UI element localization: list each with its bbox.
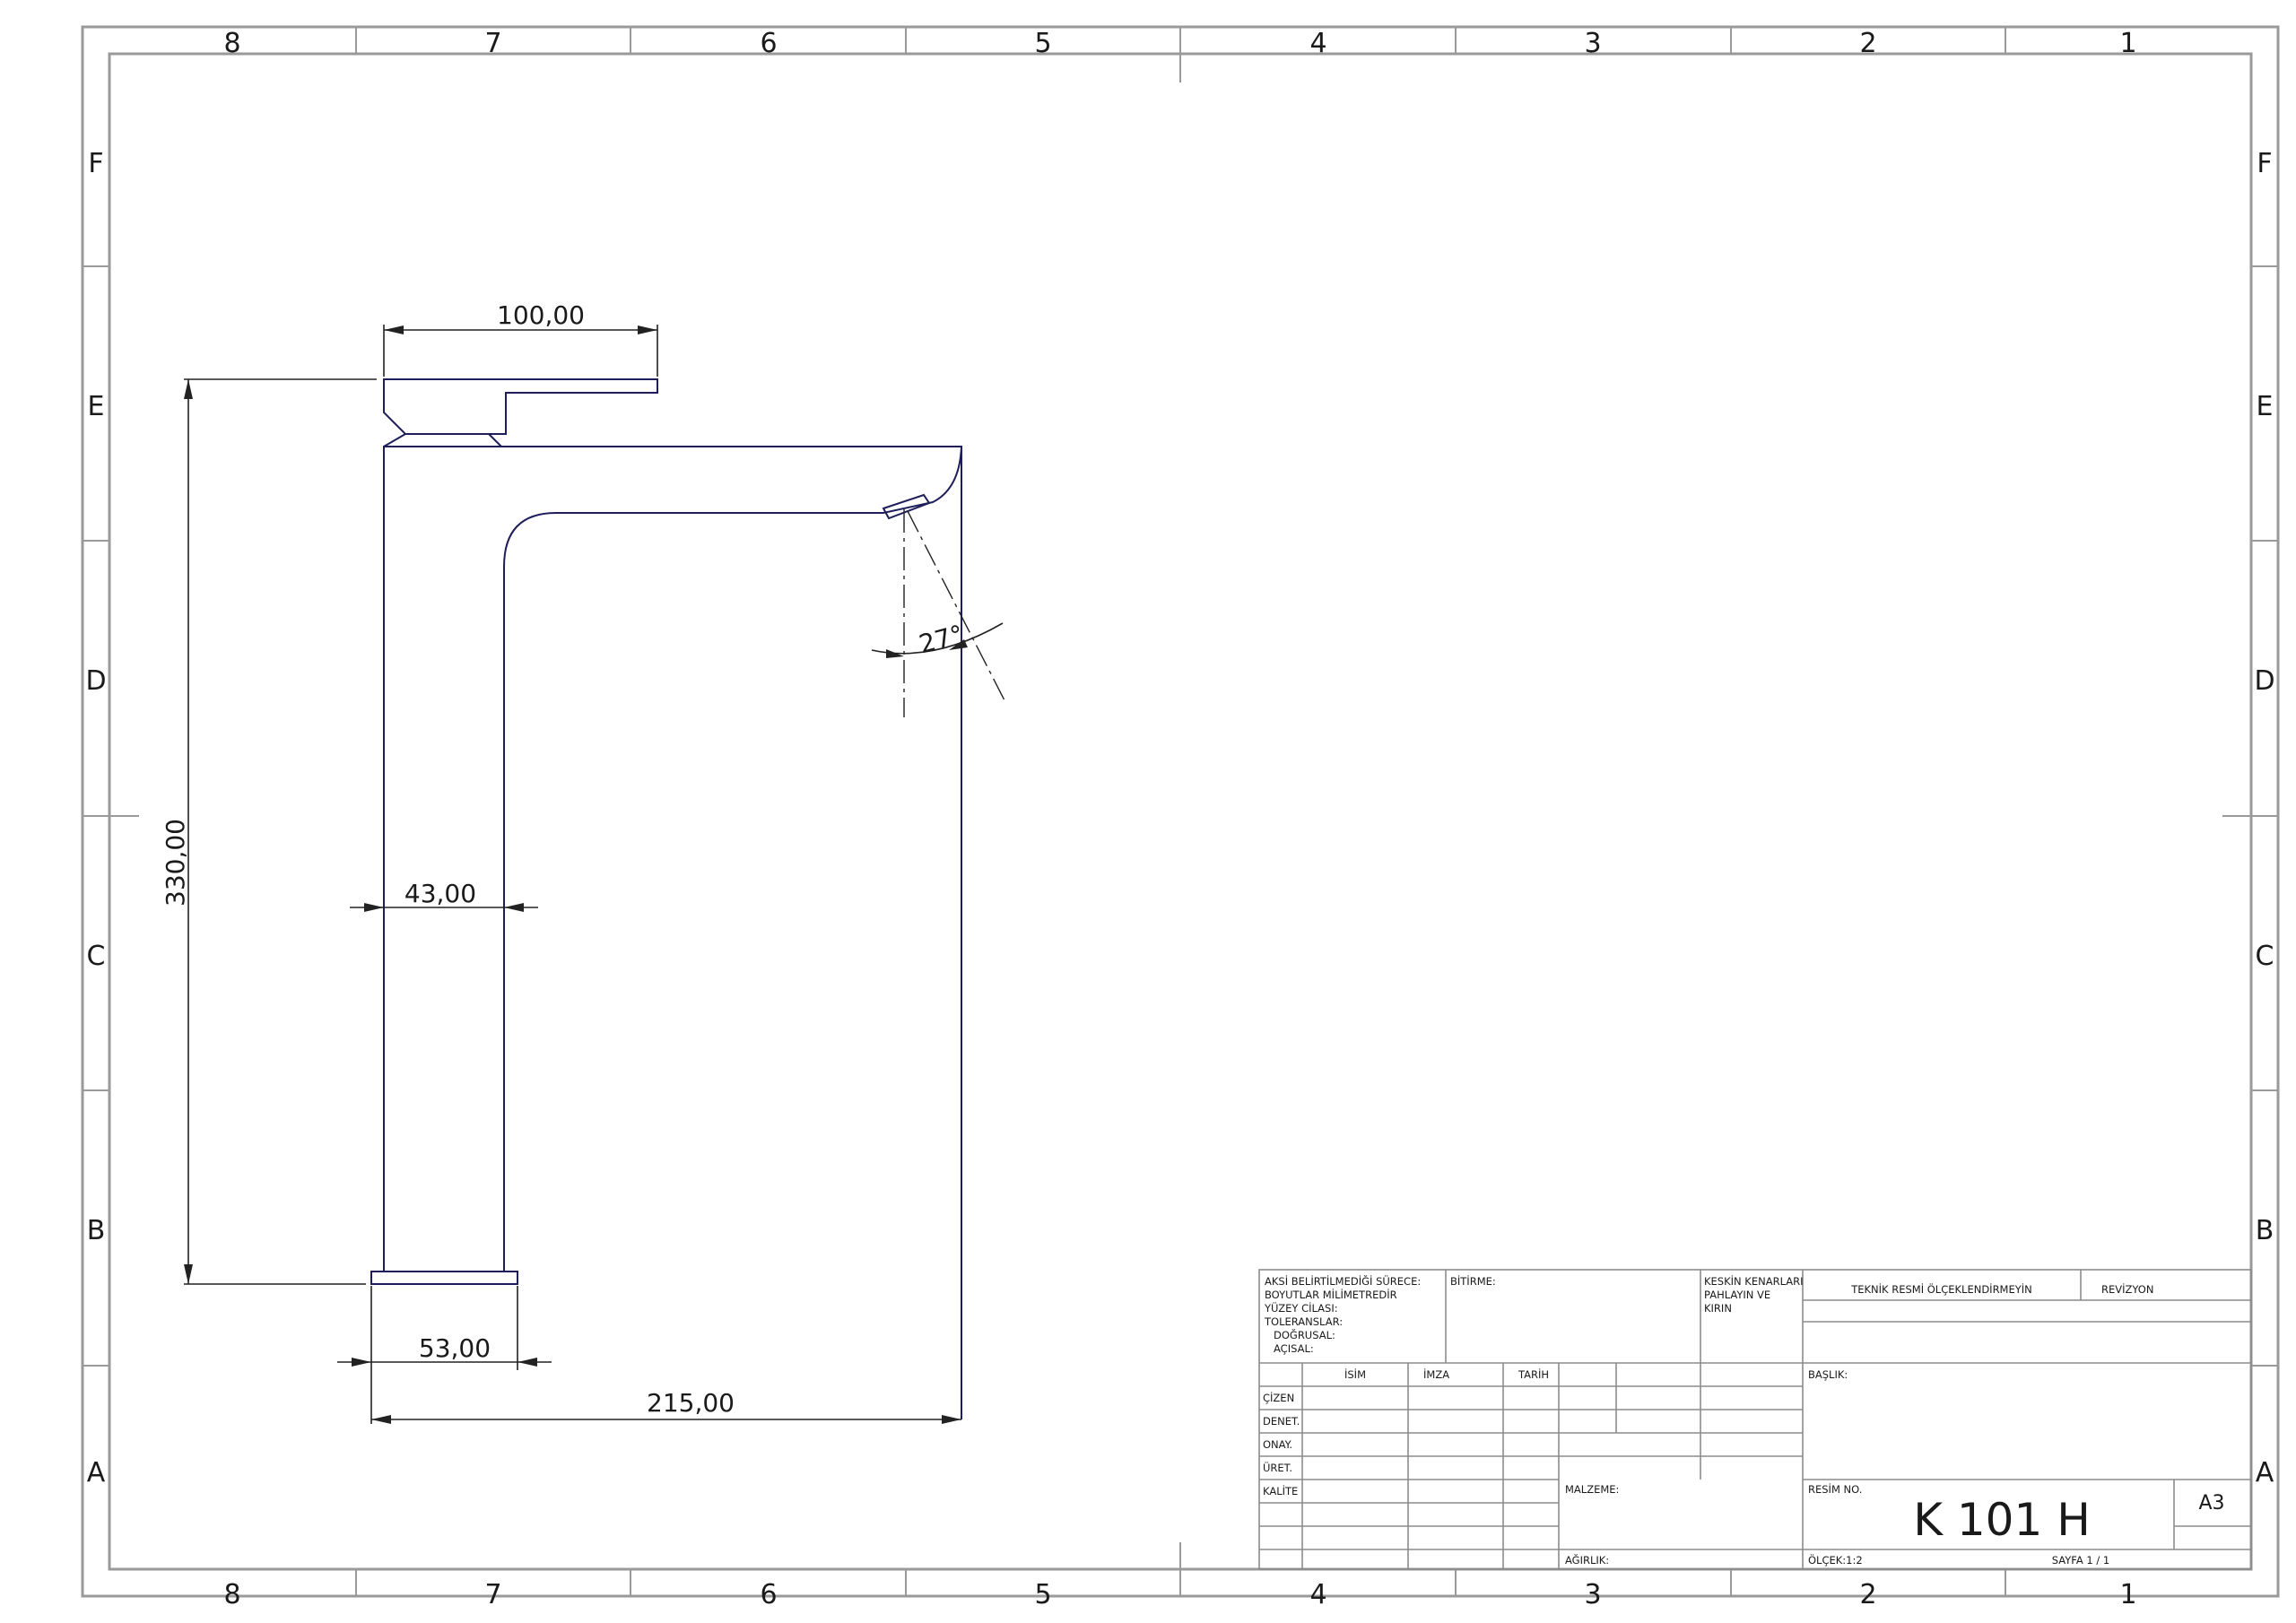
dim-reach: 215,00 — [647, 1388, 735, 1418]
outer-frame — [81, 25, 2280, 1598]
tb-edge-note-1: KESKİN KENARLARI — [1704, 1274, 1804, 1288]
tb-edge-note-3: KIRIN — [1704, 1302, 1732, 1315]
zone-col-2: 2 — [1859, 28, 1876, 59]
lever-joint-line-2 — [488, 433, 502, 447]
dim-base-width: 53,00 — [419, 1333, 491, 1363]
zone-col-1-bottom: 1 — [2119, 1579, 2136, 1610]
tb-drawing-no: K 101 H — [1913, 1494, 2091, 1546]
tb-weight-label: AĞIRLIK: — [1565, 1553, 1609, 1567]
tb-note-line-4: TOLERANSLAR: — [1264, 1315, 1343, 1328]
zone-row-e: E — [88, 391, 105, 422]
dim-angle: 27° — [916, 619, 966, 659]
tb-header-name: İSİM — [1344, 1367, 1366, 1381]
tb-sheet-size: A3 — [2198, 1492, 2224, 1515]
zone-row-d: D — [85, 665, 106, 697]
zone-labels-left: F E D C B A — [85, 148, 106, 1488]
zone-col-3-bottom: 3 — [1584, 1579, 1601, 1610]
zone-col-8-bottom: 8 — [223, 1579, 240, 1610]
zone-row-a: A — [87, 1457, 106, 1488]
zone-labels-right: F E D C B A — [2254, 148, 2274, 1488]
tb-drawing-no-label: RESİM NO. — [1808, 1482, 1862, 1496]
tb-role-checked: DENET. — [1263, 1415, 1300, 1428]
zone-labels-bottom: 8 7 6 5 4 3 2 1 — [223, 1579, 2136, 1610]
zone-col-5: 5 — [1034, 28, 1051, 59]
tb-do-not-scale: TEKNİK RESMİ ÖLÇEKLENDİRMEYİN — [1850, 1281, 2032, 1296]
zone-row-c-right: C — [2256, 941, 2274, 972]
title-block: AKSİ BELİRTİLMEDİĞİ SÜRECE: BOYUTLAR MİL… — [1258, 1269, 2252, 1570]
tb-finish-label: BİTİRME: — [1450, 1274, 1496, 1288]
zone-col-1: 1 — [2119, 28, 2136, 59]
zone-col-7: 7 — [484, 28, 501, 59]
tb-note-line-2: BOYUTLAR MİLİMETREDİR — [1265, 1288, 1397, 1301]
zone-col-6: 6 — [760, 28, 777, 59]
zone-col-6-bottom: 6 — [760, 1579, 777, 1610]
zone-labels-top: 8 7 6 5 4 3 2 1 — [223, 28, 2136, 59]
tb-role-manufacturing: ÜRET. — [1263, 1460, 1292, 1474]
zone-row-a-right: A — [2256, 1457, 2274, 1488]
tb-role-quality: KALİTE — [1263, 1484, 1298, 1497]
tb-note-line-6: AÇISAL: — [1274, 1342, 1314, 1355]
zone-row-c: C — [87, 941, 106, 972]
zone-col-4: 4 — [1309, 28, 1326, 59]
lever-handle — [383, 378, 658, 435]
tb-note-line-1: AKSİ BELİRTİLMEDİĞİ SÜRECE: — [1265, 1273, 1421, 1288]
faucet-side-view — [370, 378, 963, 1419]
tb-edge-note-2: PAHLAYIN VE — [1704, 1289, 1770, 1301]
tb-revision-label: REVİZYON — [2101, 1282, 2153, 1296]
zone-row-e-right: E — [2257, 391, 2274, 422]
dim-body-width: 43,00 — [404, 879, 476, 908]
aerator — [882, 493, 931, 520]
dimensions: 100,00 330,00 43,00 53,00 215,00 27° — [161, 300, 1007, 1424]
zone-row-b-right: B — [2256, 1215, 2274, 1246]
tb-sheet: SAYFA 1 / 1 — [2052, 1554, 2109, 1567]
zone-row-f-right: F — [2257, 148, 2272, 179]
dim-height: 330,00 — [161, 819, 190, 907]
tb-role-approved: ONAY. — [1263, 1438, 1292, 1451]
tb-header-date: TARİH — [1518, 1367, 1549, 1381]
faucet-body — [383, 446, 963, 1272]
column-ticks — [355, 27, 2006, 1596]
zone-col-7-bottom: 7 — [484, 1579, 501, 1610]
zone-col-4-bottom: 4 — [1309, 1579, 1326, 1610]
zone-col-5-bottom: 5 — [1034, 1579, 1051, 1610]
tb-scale: ÖLÇEK:1:2 — [1808, 1552, 1863, 1567]
zone-col-2-bottom: 2 — [1859, 1579, 1876, 1610]
zone-row-f: F — [88, 148, 103, 179]
tb-note-line-3: YÜZEY CİLASI: — [1264, 1300, 1338, 1315]
zone-row-d-right: D — [2254, 665, 2274, 697]
zone-col-3: 3 — [1584, 28, 1601, 59]
row-ticks — [83, 265, 2278, 1367]
zone-row-b: B — [87, 1215, 106, 1246]
tb-role-drawn: ÇİZEN — [1263, 1391, 1294, 1404]
base-plate — [370, 1271, 518, 1285]
dim-handle-length: 100,00 — [497, 300, 585, 330]
lever-joint-line — [383, 433, 406, 447]
tb-material-label: MALZEME: — [1565, 1483, 1619, 1496]
zone-col-8: 8 — [223, 28, 240, 59]
tb-title-label: BAŞLIK: — [1808, 1368, 1848, 1381]
tb-note-line-5: DOĞRUSAL: — [1274, 1328, 1335, 1341]
tb-header-signature: İMZA — [1423, 1367, 1449, 1381]
